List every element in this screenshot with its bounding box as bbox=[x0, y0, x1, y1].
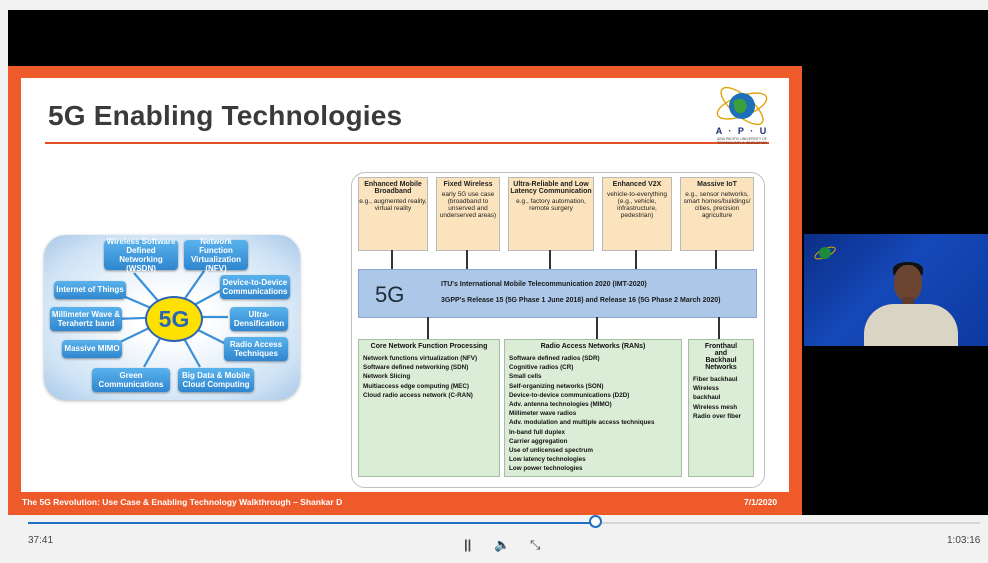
backhaul-box: Fronthaul and Backhaul Networks Fiber ba… bbox=[688, 339, 754, 477]
title-divider bbox=[45, 142, 769, 144]
university-globe-icon bbox=[814, 246, 836, 260]
list-item: Radio over fiber bbox=[693, 412, 741, 420]
ran-box: Radio Access Networks (RANs) Software de… bbox=[504, 339, 682, 477]
hub-item-massive-mimo: Massive MIMO bbox=[62, 340, 122, 358]
list-item: Small cells bbox=[509, 373, 542, 381]
backhaul-title: Fronthaul and Backhaul Networks bbox=[689, 343, 753, 371]
seek-bar-fill bbox=[28, 522, 596, 524]
top-strip bbox=[0, 0, 988, 10]
hub-item-iot: Internet of Things bbox=[54, 281, 126, 299]
list-item: Adv. antenna technologies (MIMO) bbox=[509, 401, 612, 409]
connector-line bbox=[549, 250, 551, 269]
usecase-desc: e.g., sensor networks, smart homes/build… bbox=[683, 191, 751, 219]
slide-title: 5G Enabling Technologies bbox=[48, 100, 403, 131]
list-item: Network Slicing bbox=[363, 373, 411, 381]
usecase-urllc: Ultra-Reliable and Low Latency Communica… bbox=[508, 177, 594, 251]
usecase-title: Massive IoT bbox=[697, 181, 737, 188]
usecase-desc: e.g., factory automation, remote surgery bbox=[516, 198, 586, 212]
list-item: In-band full duplex bbox=[509, 428, 565, 436]
connector-line bbox=[596, 317, 598, 339]
connector-line bbox=[391, 250, 393, 269]
usecase-desc: e.g., augmented reality, virtual reality bbox=[359, 198, 427, 212]
core-network-list: Network functions virtualization (NFV) S… bbox=[359, 354, 499, 400]
connector-line bbox=[635, 250, 637, 269]
presentation-slide: 5G Enabling Technologies A · P · U ASIA … bbox=[8, 66, 802, 515]
list-item: Cognitive radios (CR) bbox=[509, 364, 574, 372]
ran-list: Software defined radios (SDR) Cognitive … bbox=[505, 354, 681, 474]
list-item: Multiaccess edge computing (MEC) bbox=[363, 382, 470, 390]
list-item: Millimeter wave radios bbox=[509, 410, 577, 418]
university-globe-icon bbox=[716, 86, 768, 126]
list-item: Wireless mesh bbox=[693, 403, 738, 411]
connector-line bbox=[466, 250, 468, 269]
list-item: Wireless bbox=[693, 385, 719, 393]
hub-item-wsdn: Wireless Software Defined Networking (WS… bbox=[104, 237, 178, 273]
5g-bar-label: 5G bbox=[375, 282, 405, 307]
total-duration: 1:03:16 bbox=[947, 535, 981, 546]
seek-bar-handle[interactable] bbox=[589, 515, 603, 528]
list-item: Software defined radios (SDR) bbox=[509, 355, 600, 362]
slide-footer-title: The 5G Revolution: Use Case & Enabling T… bbox=[22, 497, 343, 507]
hub-item-d2d: Device-to-Device Communications bbox=[220, 275, 290, 299]
list-item: Device-to-device communications (D2D) bbox=[509, 391, 630, 399]
list-item: Software defined networking (SDN) bbox=[363, 364, 469, 372]
backhaul-list: Fiber backhaul Wireless backhaul Wireles… bbox=[689, 375, 753, 421]
connector-line bbox=[718, 317, 720, 339]
list-item: Cloud radio access network (C-RAN) bbox=[363, 391, 473, 399]
enabling-tech-hub-diagram: Wireless Software Defined Networking (WS… bbox=[44, 235, 300, 400]
ran-title: Radio Access Networks (RANs) bbox=[540, 343, 646, 350]
presenter-webcam bbox=[804, 234, 988, 346]
current-time: 37:41 bbox=[28, 535, 54, 546]
connector-line bbox=[427, 317, 429, 339]
university-logo-text: A · P · U bbox=[715, 126, 769, 136]
list-item: Carrier aggregation bbox=[509, 437, 568, 445]
usecase-title: Ultra-Reliable and Low Latency Communica… bbox=[510, 181, 592, 195]
hub-item-radio-access: Radio Access Techniques bbox=[224, 337, 288, 361]
usecase-title: Enhanced Mobile Broadband bbox=[364, 181, 422, 195]
list-item: Fiber backhaul bbox=[693, 376, 738, 383]
3gpp-release-text: 3GPP's Release 15 (5G Phase 1 June 2018)… bbox=[441, 297, 721, 304]
list-item: Low latency technologies bbox=[509, 456, 586, 464]
usecase-v2x: Enhanced V2X vehicle-to-everything (e.g.… bbox=[602, 177, 672, 251]
volume-button[interactable]: 🔈 bbox=[494, 537, 511, 552]
exit-fullscreen-button[interactable]: ⤡ bbox=[530, 537, 541, 552]
list-item: backhaul bbox=[693, 394, 721, 402]
hub-item-green-comms: Green Communications bbox=[92, 368, 170, 392]
usecase-fixed-wireless: Fixed Wireless early 5G use case (broadb… bbox=[436, 177, 500, 251]
list-item: Network functions virtualization (NFV) bbox=[363, 355, 478, 362]
itu-standard-text: ITU's International Mobile Telecommunica… bbox=[441, 281, 647, 288]
presenter-face bbox=[894, 265, 922, 301]
usecase-title: Fixed Wireless bbox=[443, 181, 493, 188]
presenter-shirt bbox=[864, 304, 958, 346]
hub-item-nfv: Network Function Virtualization (NFV) bbox=[184, 237, 248, 273]
backhaul-title-line: and bbox=[714, 350, 728, 357]
hub-center-5g: 5G bbox=[145, 296, 203, 342]
slide-content: 5G Enabling Technologies A · P · U ASIA … bbox=[21, 78, 789, 492]
university-logo-subtext: ASIA PACIFIC UNIVERSITY OF TECHNOLOGY & … bbox=[716, 137, 768, 145]
video-frame[interactable]: 5G Enabling Technologies A · P · U ASIA … bbox=[8, 10, 988, 515]
presenter-neck bbox=[902, 297, 914, 307]
5g-architecture-diagram: Enhanced Mobile Broadband e.g., augmente… bbox=[351, 172, 765, 488]
usecase-desc: early 5G use case (broadband to unserved… bbox=[439, 191, 497, 219]
5g-standards-bar: 5G ITU's International Mobile Telecommun… bbox=[358, 269, 757, 318]
usecase-desc: vehicle-to-everything (e.g., vehicle, in… bbox=[607, 191, 667, 219]
hub-item-big-data: Big Data & Mobile Cloud Computing bbox=[178, 368, 254, 392]
pause-button[interactable]: || bbox=[464, 537, 472, 552]
hub-item-mmwave: Millimeter Wave & Terahertz band bbox=[50, 307, 122, 331]
core-network-box: Core Network Function Processing Network… bbox=[358, 339, 500, 477]
hub-item-ultra-densification: Ultra-Densification bbox=[230, 307, 288, 331]
list-item: Adv. modulation and multiple access tech… bbox=[509, 419, 655, 427]
usecase-massive-iot: Massive IoT e.g., sensor networks, smart… bbox=[680, 177, 754, 251]
core-network-title: Core Network Function Processing bbox=[370, 343, 488, 350]
slide-footer-date: 7/1/2020 bbox=[744, 497, 778, 507]
usecase-title: Enhanced V2X bbox=[612, 181, 662, 188]
list-item: Use of unlicensed spectrum bbox=[509, 447, 593, 455]
backhaul-title-line: Fronthaul bbox=[704, 343, 738, 350]
list-item: Low power technologies bbox=[509, 465, 583, 473]
connector-line bbox=[715, 250, 717, 269]
list-item: Self-organizing networks (SON) bbox=[509, 382, 604, 390]
backhaul-title-line: Backhaul bbox=[705, 357, 737, 364]
usecase-embb: Enhanced Mobile Broadband e.g., augmente… bbox=[358, 177, 428, 251]
backhaul-title-line: Networks bbox=[705, 364, 737, 371]
